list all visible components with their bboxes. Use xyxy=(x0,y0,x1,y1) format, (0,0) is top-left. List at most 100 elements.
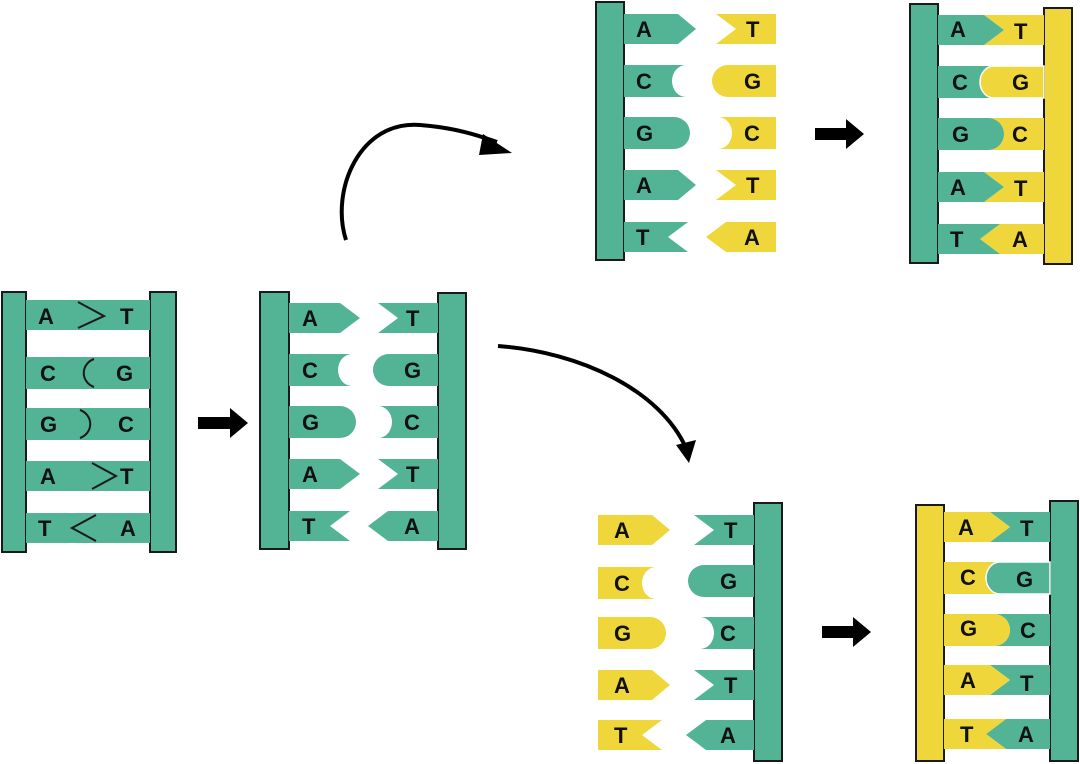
base-label: C xyxy=(720,621,736,646)
base-label: T xyxy=(1014,176,1028,201)
base-label: C xyxy=(744,121,760,146)
adenine-base xyxy=(624,170,696,200)
new-thymine xyxy=(984,172,1044,202)
arrow-head xyxy=(479,134,512,155)
base-label: G xyxy=(404,358,421,383)
base-label: G xyxy=(302,410,319,435)
base-label: A xyxy=(744,225,760,250)
base-label: T xyxy=(1020,671,1034,696)
base-label: G xyxy=(952,122,969,147)
base-pair: A T xyxy=(26,300,150,330)
base-label: A xyxy=(302,462,318,487)
base-label: G xyxy=(116,361,133,386)
template-backbone xyxy=(595,1,625,261)
base-pair: C G xyxy=(26,357,150,389)
new-cytosine xyxy=(944,562,1000,594)
thymine-base xyxy=(938,224,1000,254)
base-label: A xyxy=(1012,227,1028,252)
base-label: T xyxy=(120,304,134,329)
new-guanine xyxy=(979,65,1045,99)
arrow-head xyxy=(676,440,696,463)
cytosine-base xyxy=(624,65,686,97)
base-label: A xyxy=(120,516,136,541)
base-label: G xyxy=(40,412,57,437)
bottom-unpaired-panel: A T C G G C A T T A xyxy=(598,502,783,762)
base-label: A xyxy=(302,306,318,331)
left-backbone xyxy=(1,291,27,553)
base-label: T xyxy=(636,225,650,250)
new-backbone xyxy=(1043,7,1073,265)
arrow-head xyxy=(853,617,871,647)
adenine-base xyxy=(686,720,754,750)
base-label: T xyxy=(302,514,316,539)
base-label: A xyxy=(38,304,54,329)
top-paired-panel: A T C G G C A T T A xyxy=(909,3,1073,265)
thymine-base xyxy=(378,459,438,489)
template-backbone xyxy=(909,3,939,264)
base-label: C xyxy=(614,571,630,596)
arrow-curve xyxy=(339,122,498,241)
cytosine-base xyxy=(289,354,352,386)
thymine-base xyxy=(624,222,688,252)
base-label: T xyxy=(38,516,52,541)
base-label: T xyxy=(960,722,974,747)
base-label: A xyxy=(636,17,652,42)
base-label: A xyxy=(958,515,974,540)
base-label: A xyxy=(404,514,420,539)
new-backbone xyxy=(915,504,945,762)
new-adenine xyxy=(980,224,1044,254)
free-adenine xyxy=(706,222,776,252)
pair-seam xyxy=(79,409,92,439)
thymine-base xyxy=(694,670,754,700)
template-backbone xyxy=(1049,500,1079,762)
base-label: G xyxy=(636,121,653,146)
thymine-base xyxy=(289,511,350,541)
cytosine-base xyxy=(994,614,1050,646)
base-label: T xyxy=(724,518,738,543)
free-guanine xyxy=(598,617,666,649)
top-unpaired-panel: A T C G G C A T T A xyxy=(595,1,776,261)
base-label: C xyxy=(118,412,134,437)
base-label: A xyxy=(614,673,630,698)
adenine-base xyxy=(368,511,438,541)
template-backbone xyxy=(753,502,783,762)
base-pair: A T xyxy=(26,461,150,491)
base-label: T xyxy=(950,227,964,252)
adenine-base xyxy=(289,303,360,333)
base-label: C xyxy=(302,358,318,383)
guanine-base xyxy=(373,354,438,386)
pair-seam xyxy=(91,462,119,490)
base-label: T xyxy=(746,173,760,198)
pair-seam xyxy=(77,301,107,329)
base-label: G xyxy=(720,569,737,594)
pair-seam xyxy=(82,358,95,388)
right-backbone xyxy=(149,291,177,553)
original-helix-panel: A T C G G C A T T A xyxy=(1,291,177,553)
guanine-base xyxy=(985,561,1051,595)
base-label: C xyxy=(1020,618,1036,643)
arrow-shaft xyxy=(822,626,855,638)
thymine-base xyxy=(378,303,438,333)
new-guanine xyxy=(944,614,1010,646)
arrow-shaft xyxy=(198,417,232,429)
adenine-base xyxy=(938,172,1004,202)
thymine-base xyxy=(694,515,754,545)
base-label: T xyxy=(724,673,738,698)
new-cytosine xyxy=(988,118,1044,150)
pair-seam xyxy=(69,514,97,542)
free-guanine xyxy=(712,65,776,97)
base-rung xyxy=(26,408,150,440)
base-label: A xyxy=(950,175,966,200)
base-label: A xyxy=(636,173,652,198)
base-label: C xyxy=(40,361,56,386)
base-label: A xyxy=(614,518,630,543)
free-adenine xyxy=(598,515,670,545)
base-rung xyxy=(26,461,150,491)
cytosine-base xyxy=(938,66,994,98)
base-label: A xyxy=(950,17,966,42)
adenine-base xyxy=(986,719,1050,749)
base-label: G xyxy=(744,69,761,94)
cytosine-base xyxy=(700,617,754,649)
base-rung xyxy=(26,300,150,330)
